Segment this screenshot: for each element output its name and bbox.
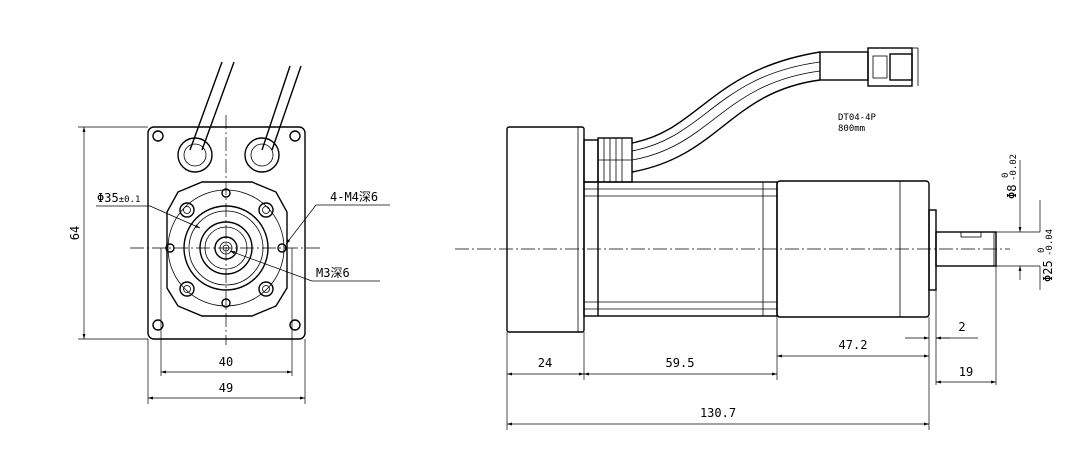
front-flange: [166, 181, 288, 317]
front-view: 64 40 49 Φ35±0.1 4-M4深6: [68, 61, 390, 404]
front-bolt-pitch-dimension: 40: [160, 248, 293, 376]
overall-length-dimension: 130.7: [507, 406, 929, 426]
holes-callout: 4-M4深6: [285, 190, 390, 245]
pilot-diameter-callout: Φ35±0.1: [96, 191, 201, 229]
gearbox-length-dimension: 47.2: [777, 338, 929, 358]
dim-height-label: 64: [68, 226, 82, 240]
side-cable-gland: [583, 137, 633, 183]
shaft-length-dimension: 19: [936, 365, 996, 384]
rear-length-dimension: 24: [507, 356, 584, 376]
body-length-dimension: 59.5: [584, 356, 777, 376]
output-shaft: [928, 209, 997, 291]
shaft-diameter-callout: Φ8 0 -0.02: [1001, 154, 1019, 199]
rear-cap: [506, 126, 585, 333]
connector-label: DT04-4P: [838, 113, 877, 123]
spigot-dia-main: Φ25: [1041, 260, 1055, 282]
connector-plug: [819, 47, 919, 87]
cable-length-label: 800mm: [838, 124, 865, 134]
spigot-diameter-callout: Φ25 0 -0.04: [1037, 229, 1055, 282]
center-thread-label: M3深6: [316, 266, 350, 280]
dim-overall-label: 130.7: [700, 406, 736, 420]
dim-bolt-pitch-label: 40: [219, 355, 233, 369]
spigot-dia-upper: 0: [1037, 248, 1047, 253]
holes-label: 4-M4深6: [330, 190, 378, 204]
shaft-dia-lower: -0.02: [1009, 154, 1019, 181]
spigot-dia-lower: -0.04: [1045, 229, 1055, 256]
front-width-dimension: 49: [147, 339, 306, 404]
corner-holes: [152, 130, 301, 331]
shaft-dia-main: Φ8: [1005, 185, 1019, 199]
side-view: DT04-4P 800mm 24 59.5 47.2 2: [455, 47, 1055, 430]
dim-gearbox-label: 47.2: [839, 338, 868, 352]
front-cables: [189, 61, 302, 151]
front-cable-glands: [177, 137, 280, 173]
front-housing: [147, 126, 306, 340]
dim-shaft-label: 19: [959, 365, 973, 379]
center-thread-callout: M3深6: [229, 250, 380, 282]
front-height-dimension: 64: [68, 126, 148, 340]
mounting-holes: [165, 188, 287, 308]
pilot-dia-label: Φ35±0.1: [97, 191, 140, 205]
dim-body-label: 59.5: [666, 356, 695, 370]
side-cable: [631, 51, 821, 173]
collar-dimension: 2: [905, 320, 978, 340]
dim-rear-label: 24: [538, 356, 552, 370]
dim-collar-label: 2: [958, 320, 965, 334]
shaft-dia-upper: 0: [1001, 173, 1011, 178]
dim-width-label: 49: [219, 381, 233, 395]
